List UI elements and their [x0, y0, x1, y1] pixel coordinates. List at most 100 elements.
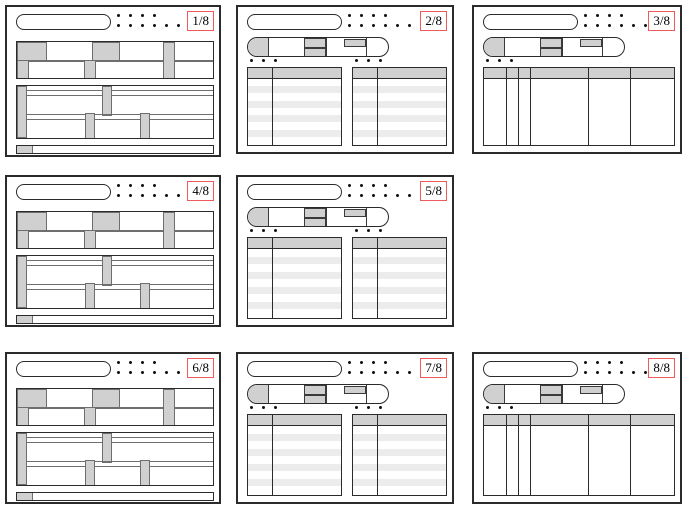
table-row[interactable] [248, 264, 341, 272]
table-row[interactable] [248, 486, 341, 494]
table-row[interactable] [353, 463, 446, 472]
mid-lower-block-1 [85, 113, 95, 138]
secondary-toolbar-pill[interactable] [247, 207, 389, 227]
table-row[interactable] [353, 122, 446, 130]
table-row[interactable] [353, 256, 446, 265]
toolbar-box-segment[interactable] [304, 395, 326, 403]
toolbar-box-segment[interactable] [540, 395, 562, 403]
data-table-right[interactable] [352, 414, 447, 496]
table-row[interactable] [353, 279, 446, 287]
table-row[interactable] [353, 301, 446, 310]
table-row[interactable] [248, 309, 341, 317]
table-row[interactable] [353, 129, 446, 137]
search-pill[interactable] [16, 184, 111, 200]
table-row[interactable] [248, 441, 341, 449]
toolbar-box-segment[interactable] [304, 38, 326, 48]
toolbar-box-segment[interactable] [304, 385, 326, 395]
table-row[interactable] [353, 136, 446, 144]
table-row[interactable] [353, 286, 446, 295]
table-row[interactable] [353, 271, 446, 280]
table-row[interactable] [353, 115, 446, 123]
table-row[interactable] [248, 448, 341, 457]
toolbar-box-segment[interactable] [344, 209, 366, 217]
toolbar-box-segment[interactable] [304, 48, 326, 56]
table-row[interactable] [248, 301, 341, 310]
table-row[interactable] [353, 309, 446, 317]
top-row2-block [84, 230, 96, 248]
data-table-right[interactable] [352, 237, 447, 319]
toolbar-box-segment[interactable] [580, 386, 602, 394]
table-row[interactable] [353, 79, 446, 87]
data-table-left[interactable] [247, 67, 342, 146]
data-table-left[interactable] [247, 237, 342, 319]
table-row[interactable] [353, 433, 446, 442]
search-pill[interactable] [247, 14, 342, 30]
table-row[interactable] [248, 249, 341, 257]
table-row[interactable] [353, 249, 446, 257]
table-row[interactable] [248, 271, 341, 280]
table-row[interactable] [248, 107, 341, 116]
table-row[interactable] [248, 426, 341, 434]
data-table-right[interactable] [352, 67, 447, 146]
toolbar-box-segment[interactable] [540, 385, 562, 395]
table-row[interactable] [248, 86, 341, 94]
data-table-wide[interactable] [483, 414, 675, 496]
table-row[interactable] [353, 107, 446, 116]
table-row[interactable] [353, 294, 446, 302]
table-row[interactable] [353, 100, 446, 108]
data-table-left[interactable] [247, 414, 342, 496]
mid-rule-middle-a [27, 284, 213, 286]
table-row[interactable] [248, 471, 341, 479]
bottom-bar-thumb[interactable] [17, 146, 33, 153]
search-pill[interactable] [16, 361, 111, 377]
table-row[interactable] [248, 463, 341, 472]
table-row[interactable] [248, 294, 341, 302]
table-row[interactable] [248, 122, 341, 130]
table-row[interactable] [248, 286, 341, 295]
toolbar-box-segment[interactable] [344, 39, 366, 47]
table-row[interactable] [353, 471, 446, 479]
secondary-toolbar-pill[interactable] [483, 37, 625, 57]
bottom-bar-thumb[interactable] [17, 493, 33, 500]
table-row[interactable] [353, 264, 446, 272]
table-dot [262, 229, 266, 233]
search-pill[interactable] [483, 14, 578, 30]
toolbar-box-segment[interactable] [304, 218, 326, 226]
table-row[interactable] [353, 456, 446, 464]
secondary-toolbar-pill[interactable] [247, 37, 389, 57]
table-row[interactable] [353, 478, 446, 487]
table-row[interactable] [248, 79, 341, 87]
table-row[interactable] [353, 441, 446, 449]
table-row[interactable] [484, 426, 674, 494]
table-row[interactable] [353, 426, 446, 434]
toolbar-box-segment[interactable] [304, 208, 326, 218]
table-row[interactable] [353, 86, 446, 94]
table-row[interactable] [248, 136, 341, 144]
table-row[interactable] [248, 279, 341, 287]
table-row[interactable] [248, 456, 341, 464]
secondary-toolbar-pill[interactable] [483, 384, 625, 404]
search-pill[interactable] [247, 361, 342, 377]
table-row[interactable] [248, 115, 341, 123]
secondary-toolbar-pill[interactable] [247, 384, 389, 404]
search-pill[interactable] [483, 361, 578, 377]
table-row[interactable] [248, 256, 341, 265]
table-row[interactable] [248, 433, 341, 442]
table-row[interactable] [248, 93, 341, 101]
search-pill[interactable] [16, 14, 111, 30]
table-row[interactable] [353, 448, 446, 457]
table-row[interactable] [353, 93, 446, 101]
header-dot [348, 371, 352, 375]
toolbar-box-segment[interactable] [344, 386, 366, 394]
toolbar-box-segment[interactable] [540, 38, 562, 48]
table-row[interactable] [248, 129, 341, 137]
search-pill[interactable] [247, 184, 342, 200]
table-row[interactable] [248, 100, 341, 108]
toolbar-box-segment[interactable] [540, 48, 562, 56]
bottom-bar-thumb[interactable] [17, 316, 33, 323]
table-row[interactable] [484, 79, 674, 144]
table-row[interactable] [248, 478, 341, 487]
table-row[interactable] [353, 486, 446, 494]
data-table-wide[interactable] [483, 67, 675, 146]
toolbar-box-segment[interactable] [580, 39, 602, 47]
